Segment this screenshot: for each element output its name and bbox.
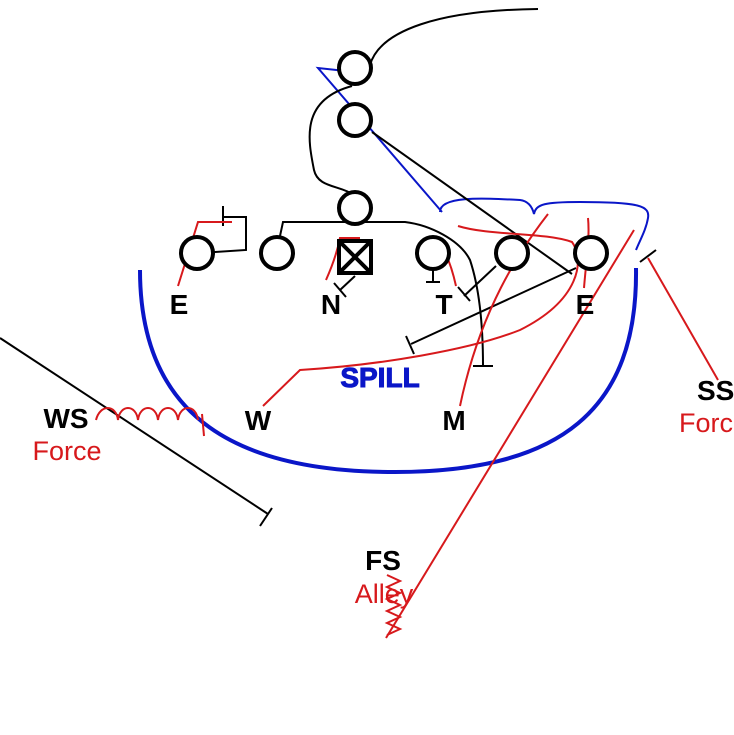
offense-player-rg xyxy=(415,235,451,271)
defense-labels: E N T E W M WS Force SS Force FS Alley xyxy=(32,289,734,609)
stop-end xyxy=(457,286,471,302)
defender-fs-tech: Alley xyxy=(355,579,414,609)
offense-players xyxy=(179,50,609,275)
pullers-blue-brace xyxy=(439,197,650,251)
block-stops xyxy=(222,206,657,527)
defense-assignments xyxy=(95,213,719,639)
route-qb-seal xyxy=(371,131,573,275)
offense-player-lg xyxy=(259,235,295,271)
defender-t: T xyxy=(435,289,452,320)
stop-ss xyxy=(639,249,657,263)
assign-ss-force xyxy=(647,257,719,381)
defender-ss: SS xyxy=(697,375,734,406)
route-center-block xyxy=(339,275,356,291)
offense-player-mid xyxy=(337,102,373,138)
stop-nose xyxy=(333,282,347,298)
assign-ws-shuffle xyxy=(95,407,199,421)
defender-ss-tech: Force xyxy=(679,408,734,438)
assign-fs-zigzag xyxy=(384,574,403,636)
stop-ws-shuffle xyxy=(201,413,205,437)
offense-player-center xyxy=(337,239,373,275)
offense-player-rt xyxy=(494,235,530,271)
defender-fs: FS xyxy=(365,545,401,576)
spill-zone-arc xyxy=(138,267,639,475)
route-back-arc xyxy=(308,85,355,196)
assign-nose xyxy=(325,237,360,281)
route-ws-block xyxy=(0,337,269,515)
offense-player-deep xyxy=(337,50,373,86)
defender-e-left: E xyxy=(170,289,189,320)
defender-n: N xyxy=(321,289,341,320)
assign-end-right xyxy=(262,225,579,407)
defender-m: M xyxy=(442,405,465,436)
spill-label: SPILL xyxy=(340,362,419,393)
route-bsb-block xyxy=(199,216,247,254)
offense-player-lt xyxy=(179,235,215,271)
route-guard-block xyxy=(463,265,497,297)
route-top-release xyxy=(369,8,539,66)
offense-player-qb xyxy=(337,190,373,226)
assign-fs-alley xyxy=(385,229,635,639)
blue-motion-line xyxy=(315,66,443,213)
defender-ws: WS xyxy=(43,403,88,434)
defender-w: W xyxy=(245,405,272,436)
stop-ws xyxy=(259,507,273,527)
defender-ws-tech: Force xyxy=(32,436,101,466)
defender-e-right: E xyxy=(576,289,595,320)
assign-mike xyxy=(459,213,549,407)
route-tackle-block xyxy=(410,267,577,345)
offense-player-te xyxy=(573,235,609,271)
stop-will xyxy=(405,335,415,355)
